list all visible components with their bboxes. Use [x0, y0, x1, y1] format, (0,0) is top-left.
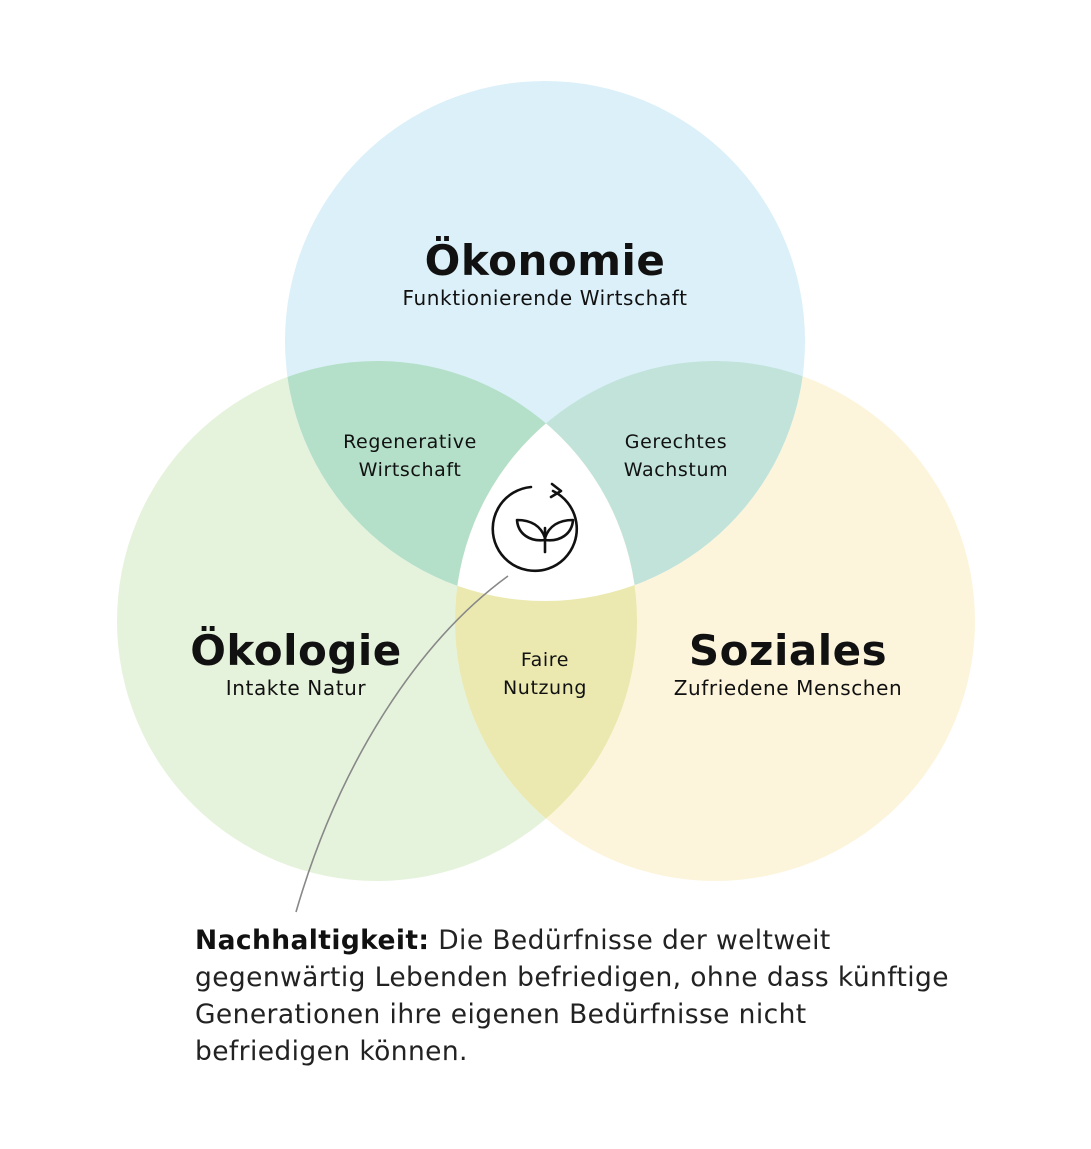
social-title: Soziales [688, 626, 888, 675]
overlap-economy-social-line2: Wachstum [623, 459, 729, 481]
ecology-title: Ökologie [190, 626, 402, 675]
overlap-economy-social-line1: Gerechtes [624, 431, 728, 453]
economy-subtitle: Funktionierende Wirtschaft [402, 286, 688, 310]
economy-title: Ökonomie [424, 236, 666, 285]
definition-text: Nachhaltigkeit: Die Bedürfnisse der welt… [195, 922, 955, 1070]
overlap-economy-ecology: Regenerative Wirtschaft [310, 428, 510, 484]
definition-body: Die Bedürfnisse der weltweit gegenwärtig… [195, 925, 949, 1067]
overlap-ecology-social: Faire Nutzung [445, 646, 645, 702]
social-subtitle: Zufriedene Menschen [673, 676, 903, 700]
center-intersection [455, 361, 637, 601]
definition-term: Nachhaltigkeit: [195, 925, 430, 956]
sustainability-cycle-sprout-icon [491, 482, 579, 573]
overlap-ecology-social-line2: Nutzung [502, 677, 588, 699]
overlap-economy-social: Gerechtes Wachstum [576, 428, 776, 484]
overlap-ecology-social-line1: Faire [520, 649, 570, 671]
overlap-economy-ecology-line2: Wirtschaft [358, 459, 462, 481]
ecology-subtitle: Intakte Natur [225, 676, 367, 700]
overlap-economy-ecology-line1: Regenerative [343, 431, 477, 453]
pointer-line [295, 575, 509, 913]
